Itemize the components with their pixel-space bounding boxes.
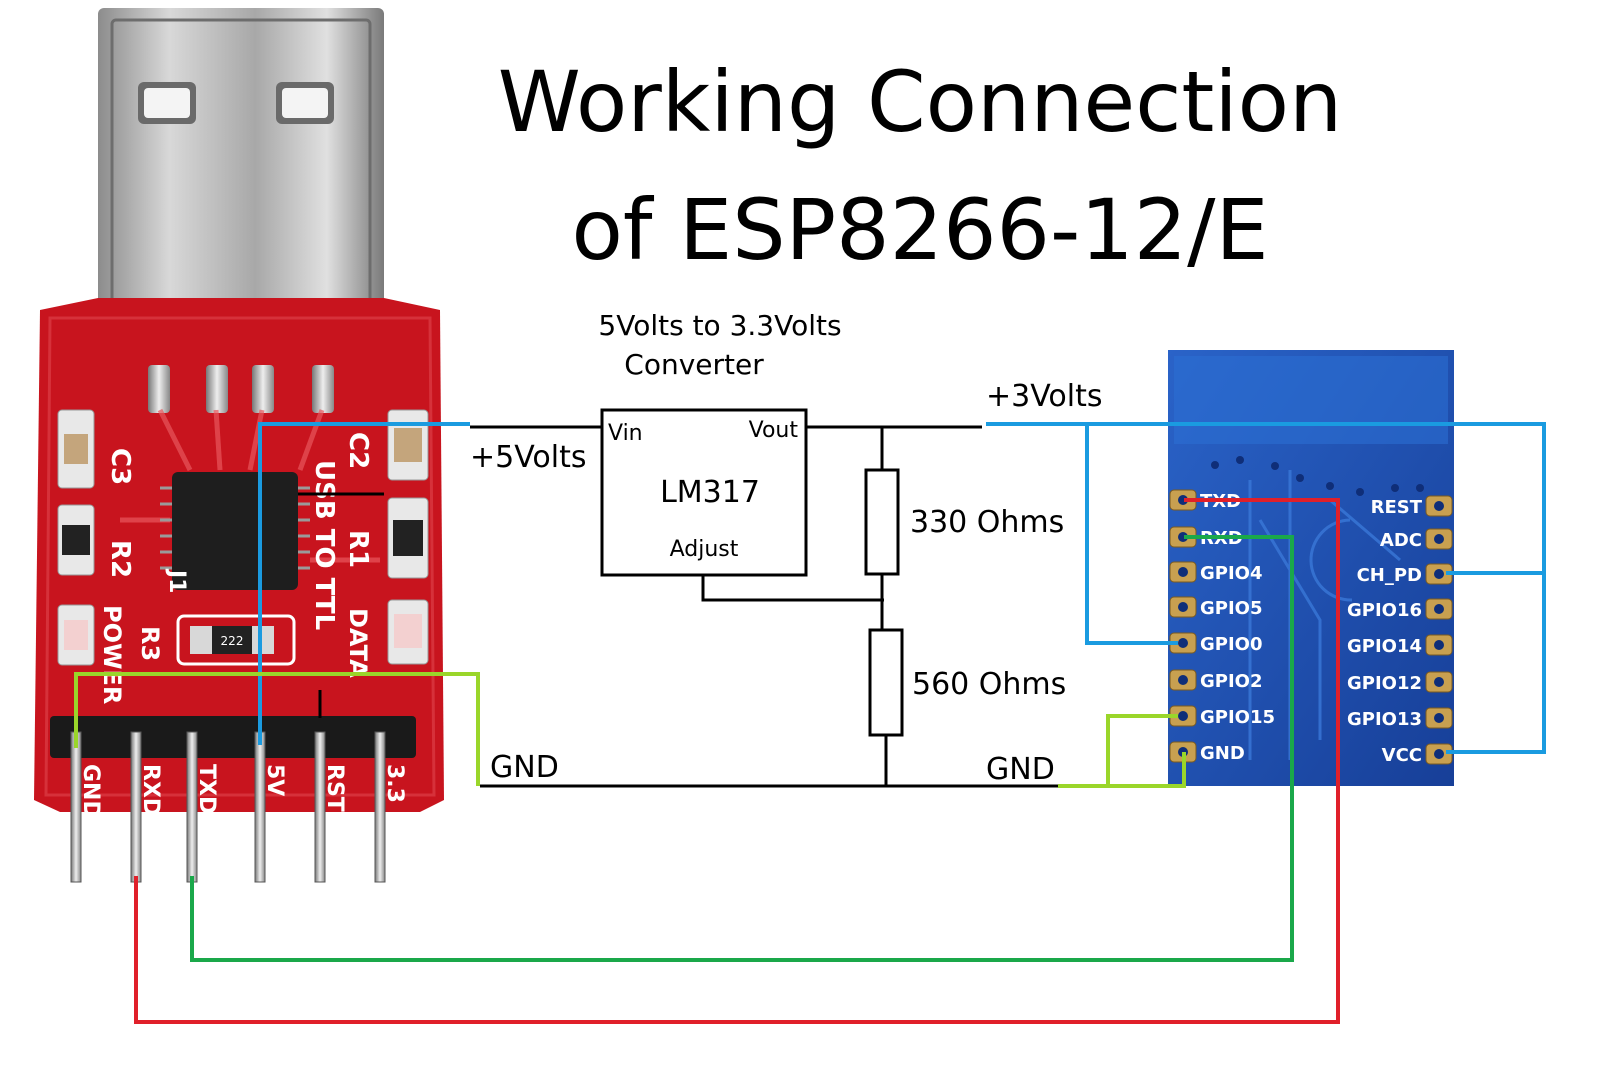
adjust-label: Adjust — [670, 537, 739, 562]
wire-gnd-right-lime — [1108, 752, 1186, 788]
silk-res-code: 222 — [221, 634, 244, 648]
esp-pin-gpio0: GPIO0 — [1169, 632, 1263, 655]
r1-label: 330 Ohms — [910, 505, 1064, 540]
esp-pin-gpio4: GPIO4 — [1169, 561, 1263, 584]
colored-wires — [74, 422, 1546, 1024]
silk-data: DATA — [344, 608, 372, 678]
esp-pin-label: GPIO12 — [1347, 673, 1422, 694]
r2-label: 560 Ohms — [912, 667, 1066, 702]
esp-pin-gpio13: GPIO13 — [1347, 707, 1453, 730]
esp-pin-label: GPIO16 — [1347, 600, 1422, 621]
esp-pin-gpio2: GPIO2 — [1169, 669, 1263, 692]
header-pin-label: 3.3 — [382, 764, 407, 803]
converter-schematic: Vin Vout LM317 Adjust 5Volts to 3.3Volts… — [298, 309, 1103, 788]
esp-pin-label: VCC — [1382, 745, 1422, 766]
plus3-label: +3Volts — [986, 379, 1103, 414]
wire-gpio15-lime — [1058, 714, 1178, 788]
lm317-box — [600, 408, 808, 577]
header-pin-label: GND — [78, 764, 103, 819]
lm317-label: LM317 — [660, 475, 760, 510]
esp-pin-vcc: VCC — [1382, 743, 1453, 766]
pin-header — [50, 716, 416, 758]
esp-pin-label: GPIO4 — [1200, 563, 1263, 584]
silk-r1: R1 — [343, 530, 373, 568]
header-pin-label: 5V — [262, 764, 287, 796]
header-pin-5v: 5V — [254, 731, 287, 883]
silk-power: POWER — [98, 605, 126, 704]
header-pin-label: RST — [322, 764, 347, 812]
usb-bridge-chip — [172, 472, 298, 590]
esp-pin-gpio15: GPIO15 — [1169, 705, 1275, 728]
esp-pin-label: GPIO2 — [1200, 671, 1263, 692]
wire-gnd-left-lime — [74, 672, 480, 786]
esp-pin-gpio5: GPIO5 — [1169, 596, 1263, 619]
header-pin-33: 3.3 — [374, 731, 407, 883]
esp-pin-label: REST — [1371, 497, 1423, 518]
title-line-2: of ESP8266-12/E — [571, 181, 1269, 279]
wire-5v-blue — [258, 422, 470, 745]
esp-pin-label: ADC — [1380, 530, 1422, 551]
silk-r2: R2 — [105, 540, 135, 578]
gnd-right-label: GND — [986, 752, 1055, 787]
silk-j1: J1 — [164, 568, 189, 594]
esp-pin-gpio12: GPIO12 — [1347, 671, 1453, 694]
wire-txd-rxd-green — [190, 535, 1294, 962]
gnd-left-label: GND — [490, 750, 559, 785]
plus5-label: +5Volts — [470, 440, 587, 475]
usb-ttl-board: 222 C3 C2 R2 R1 R3 J1 POWER DATA USB TO … — [34, 8, 444, 883]
header-pin-label: TXD — [194, 764, 219, 814]
silk-c2: C2 — [343, 432, 373, 469]
header-pin-rst: RST — [314, 731, 347, 883]
resistor-560 — [868, 628, 904, 737]
vout-label: Vout — [749, 418, 799, 443]
esp-pin-label: GND — [1200, 743, 1245, 764]
wire-gpio0-blue — [1085, 424, 1178, 645]
wire-rxd-txd-red — [134, 498, 1340, 1024]
resistor-330 — [864, 468, 900, 576]
converter-heading-1: 5Volts to 3.3Volts — [598, 309, 841, 342]
esp-pin-label: GPIO14 — [1347, 636, 1422, 657]
header-pin-txd: TXD — [186, 731, 219, 883]
esp-pin-label: CH_PD — [1357, 565, 1422, 586]
black-wires — [298, 425, 1058, 788]
header-pin-rxd: RXD — [130, 731, 163, 883]
esp-pin-adc: ADC — [1380, 528, 1453, 551]
header-pin-label: RXD — [138, 764, 163, 816]
esp-pin-label: GPIO0 — [1200, 634, 1263, 655]
converter-heading-2: Converter — [624, 348, 764, 381]
esp-pin-label: GPIO15 — [1200, 707, 1275, 728]
silk-r3: R3 — [136, 626, 164, 661]
wire-3v-blue — [986, 422, 1546, 754]
vin-label: Vin — [608, 421, 643, 446]
silk-usb-to-ttl: USB TO TTL — [309, 460, 339, 630]
esp-pin-gpio16: GPIO16 — [1347, 598, 1453, 621]
esp-pin-gpio14: GPIO14 — [1347, 634, 1453, 657]
esp-pin-rest: REST — [1371, 495, 1453, 518]
esp-pin-ch_pd: CH_PD — [1357, 563, 1453, 586]
esp-pin-label: GPIO13 — [1347, 709, 1422, 730]
esp-pin-gnd: GND — [1169, 741, 1245, 764]
esp-pin-label: GPIO5 — [1200, 598, 1263, 619]
title-line-1: Working Connection — [497, 53, 1343, 151]
silk-c3: C3 — [105, 448, 135, 485]
esp-antenna-area — [1174, 356, 1448, 444]
